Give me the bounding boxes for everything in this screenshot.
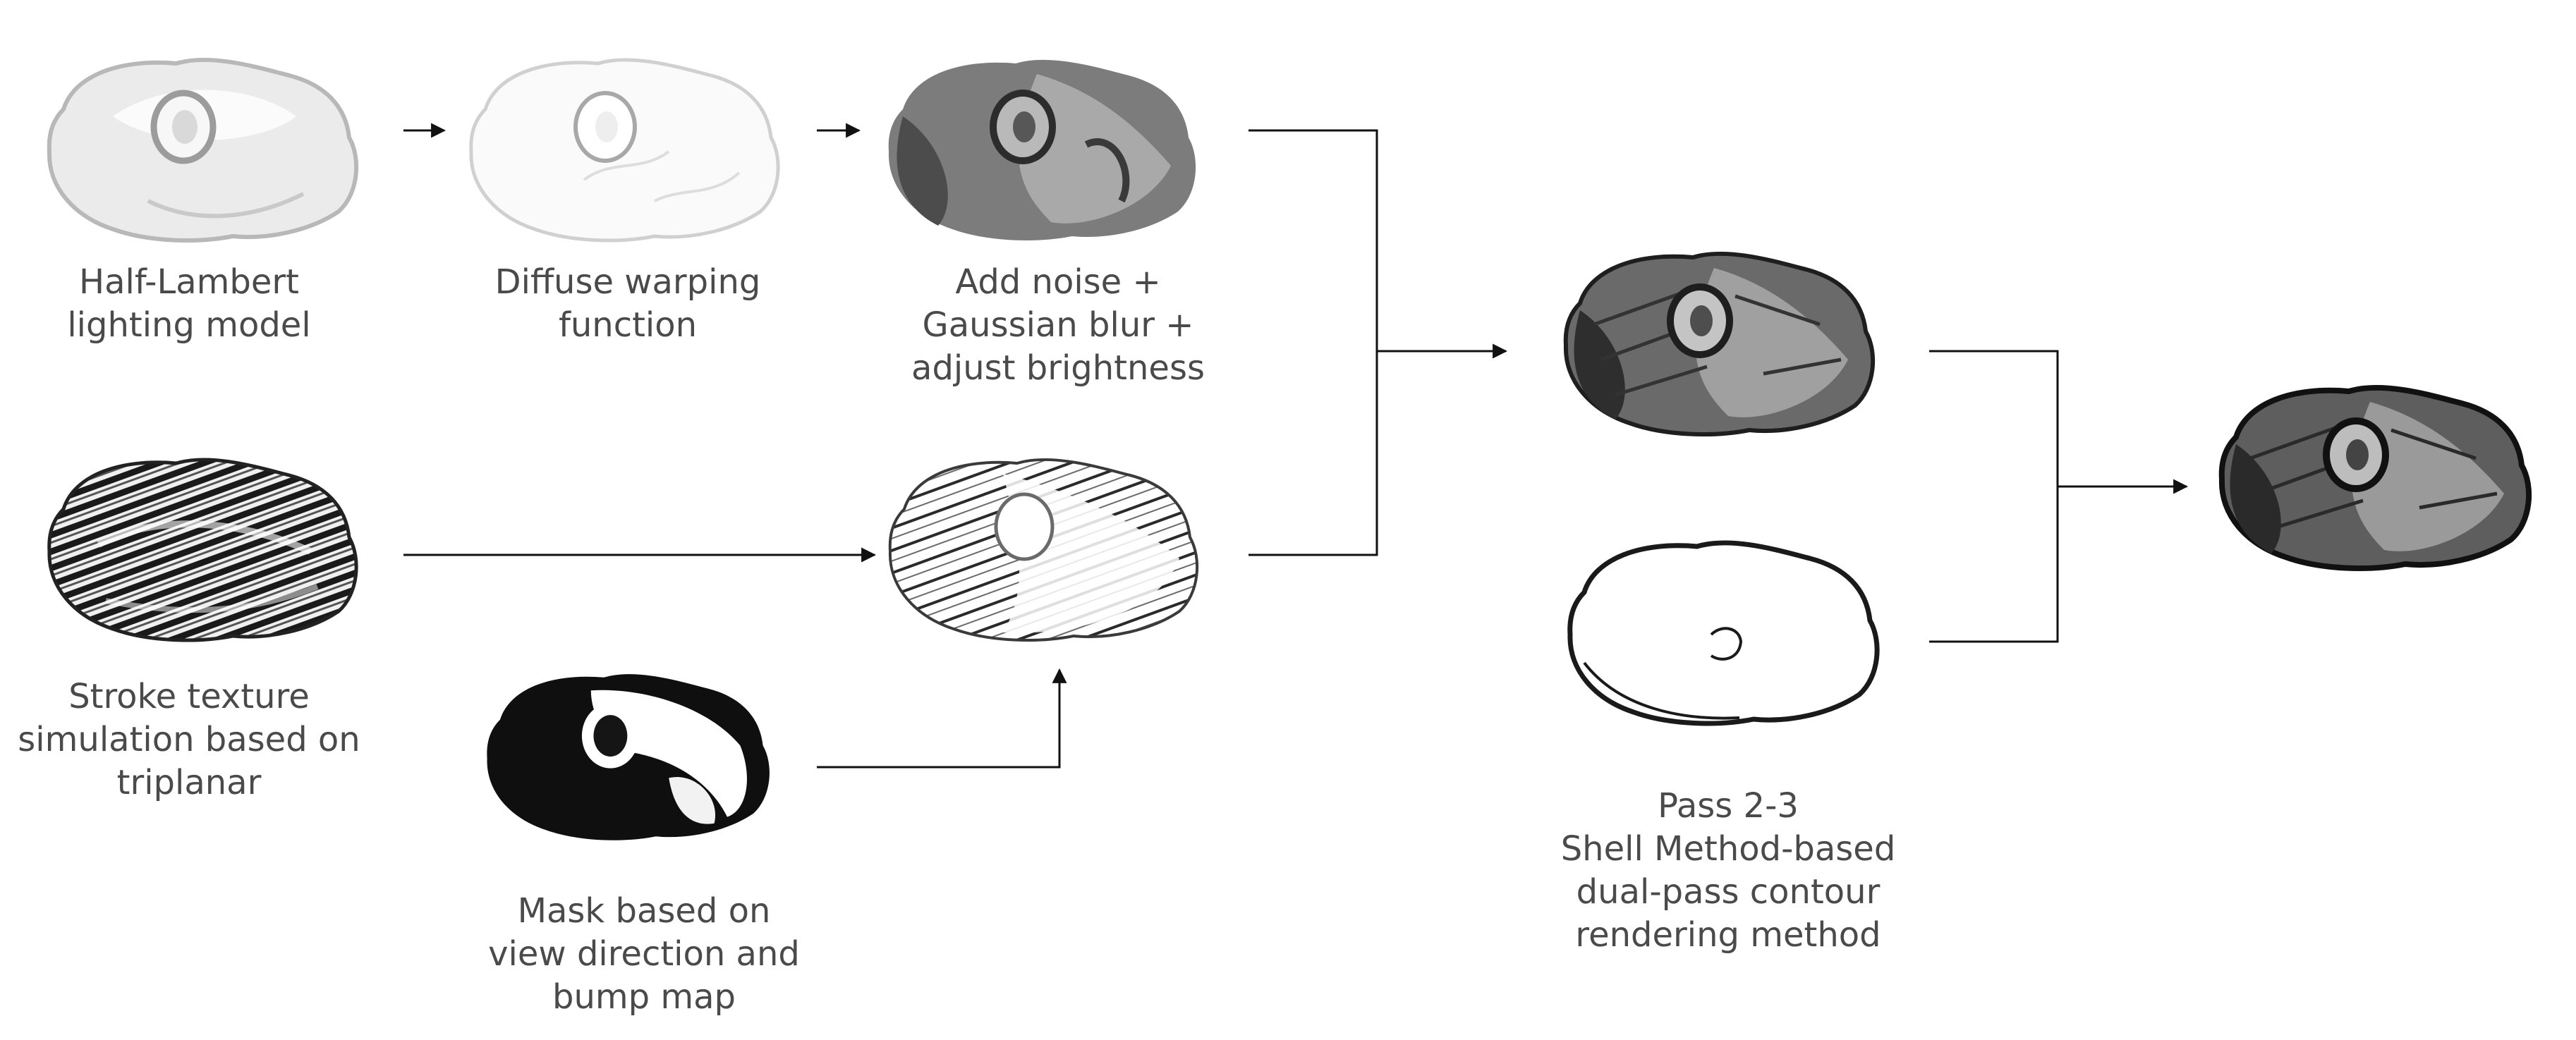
contour-rock-image [1570, 543, 1877, 723]
bracket-merge-2 [1929, 350, 2059, 643]
label-diffuse-warp: Diffuse warping function [494, 262, 761, 345]
arrow-mask-to-masked [817, 668, 1067, 769]
combined-rock-image [1566, 254, 1873, 434]
label-contour: Pass 2-3 Shell Method-based dual-pass co… [1560, 786, 1896, 955]
stroke-texture-rock-image [49, 460, 356, 640]
noise-blur-rock-image [888, 59, 1196, 240]
masked-stroke-rock-image [888, 458, 1199, 642]
connectors [403, 123, 2189, 769]
label-noise-blur: Add noise + Gaussian blur + adjust brigh… [911, 262, 1205, 388]
label-stroke-texture: Stroke texture simulation based on tripl… [18, 677, 360, 802]
half-lambert-rock-image [49, 60, 356, 240]
bracket-merge-1 [1248, 129, 1378, 556]
label-mask: Mask based on view direction and bump ma… [488, 891, 800, 1017]
mask-rock-image [487, 674, 770, 840]
label-half-lambert: Half-Lambert lighting model [67, 262, 311, 345]
diffuse-warp-rock-image [471, 60, 778, 240]
final-rock-image [2222, 388, 2529, 568]
